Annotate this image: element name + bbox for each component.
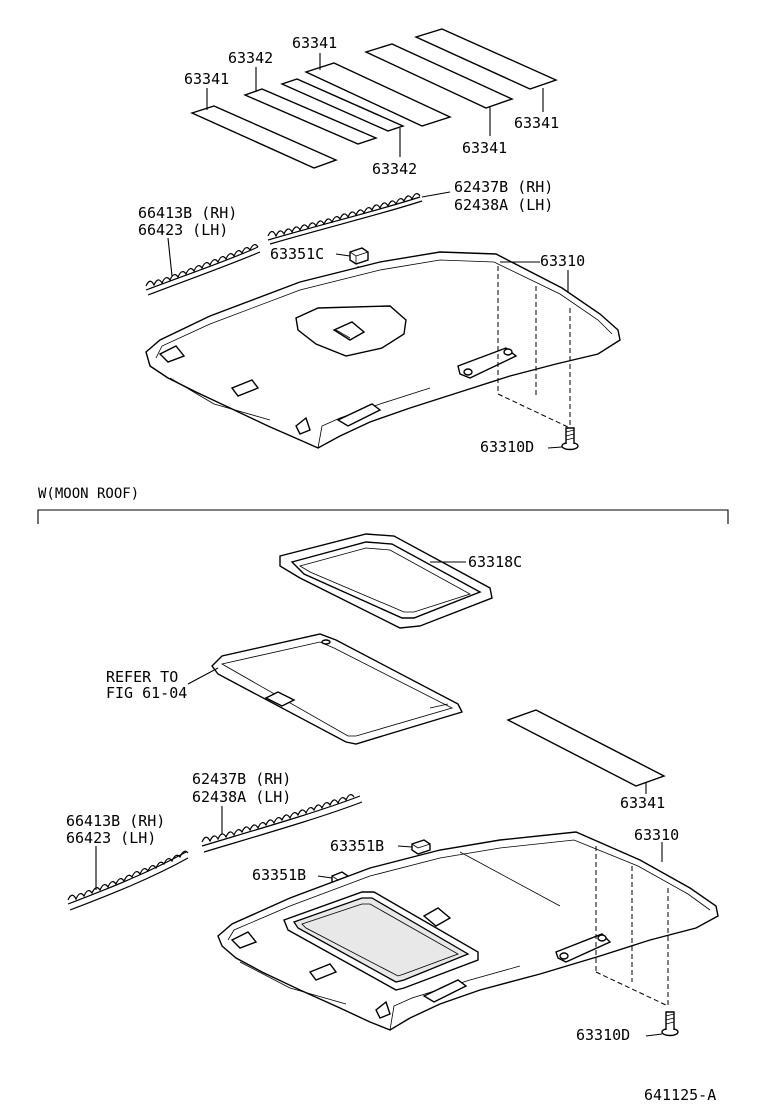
silencer-pad-63341-bottom[interactable] bbox=[506, 709, 666, 787]
label-63351b-left: 63351B bbox=[252, 866, 306, 884]
label-66423-bottom: 66423 (LH) bbox=[66, 829, 156, 847]
sunshade-panel[interactable] bbox=[211, 633, 463, 745]
label-63310d-top: 63310D bbox=[480, 438, 534, 456]
leader-63310d-bottom bbox=[645, 1033, 663, 1037]
label-62437b-top: 62437B (RH) bbox=[454, 178, 553, 196]
clip-63351c-top[interactable] bbox=[349, 247, 369, 265]
section-title-moon-roof: W(MOON ROOF) bbox=[38, 486, 139, 502]
bottom-phantom-lines bbox=[595, 846, 669, 1007]
top-weatherstrip-long[interactable] bbox=[267, 193, 423, 245]
headliner-63310-top[interactable] bbox=[145, 251, 621, 449]
leader-63310d-top bbox=[547, 446, 563, 449]
label-62437b-bottom: 62437B (RH) bbox=[192, 770, 291, 788]
label-62438a-bottom: 62438A (LH) bbox=[192, 788, 291, 806]
top-phantom-lines bbox=[497, 266, 571, 429]
leader-62437b-top bbox=[421, 191, 451, 198]
moon-roof-frame-63318c[interactable] bbox=[279, 533, 493, 629]
top-weatherstrip-short[interactable] bbox=[145, 244, 261, 296]
leader-66413b-top bbox=[167, 237, 173, 277]
label-63318c: 63318C bbox=[468, 553, 522, 571]
headliner-63310-bottom[interactable] bbox=[217, 831, 719, 1031]
bottom-weatherstrip-long[interactable] bbox=[201, 794, 363, 853]
leader-63351c bbox=[335, 253, 351, 257]
screw-63310d-bottom[interactable] bbox=[661, 1011, 679, 1037]
label-63351c-top: 63351C bbox=[270, 245, 324, 263]
section-bracket bbox=[37, 509, 729, 524]
label-66413b-bottom: 66413B (RH) bbox=[66, 812, 165, 830]
figure-code: 641125-A bbox=[644, 1086, 716, 1104]
label-refer-to: REFER TO bbox=[106, 668, 178, 686]
label-fig-ref: FIG 61-04 bbox=[106, 684, 187, 702]
top-silencer-pads bbox=[190, 28, 558, 169]
bottom-weatherstrip-short[interactable] bbox=[67, 850, 189, 911]
label-63341-bottom: 63341 bbox=[620, 794, 665, 812]
screw-63310d-top[interactable] bbox=[561, 427, 579, 451]
label-66423-top: 66423 (LH) bbox=[138, 221, 228, 239]
label-62438a-top: 62438A (LH) bbox=[454, 196, 553, 214]
leader-63351b-left bbox=[317, 875, 333, 879]
label-66413b-top: 66413B (RH) bbox=[138, 204, 237, 222]
label-63341-top-center: 63341 bbox=[292, 34, 337, 52]
leader-refer bbox=[187, 667, 219, 685]
top-pad-leaders bbox=[206, 53, 544, 157]
label-63342-top-left: 63342 bbox=[228, 49, 273, 67]
silencer-pad-63342-right[interactable] bbox=[280, 78, 405, 132]
silencer-pad-63341-right-mid[interactable] bbox=[364, 43, 514, 109]
label-63341-top-left: 63341 bbox=[184, 70, 229, 88]
silencer-pad-63341-far-right[interactable] bbox=[414, 28, 558, 90]
silencer-pad-63341-center[interactable] bbox=[304, 62, 452, 127]
label-63310d-bottom: 63310D bbox=[576, 1026, 630, 1044]
label-63310-top: 63310 bbox=[540, 252, 585, 270]
label-63341-top-mid: 63341 bbox=[462, 139, 507, 157]
label-63341-top-right: 63341 bbox=[514, 114, 559, 132]
clip-63351b-right[interactable] bbox=[411, 839, 431, 855]
label-63310-bottom: 63310 bbox=[634, 826, 679, 844]
label-63342-top-bottom: 63342 bbox=[372, 160, 417, 178]
label-63351b-right: 63351B bbox=[330, 837, 384, 855]
leader-63351b-right bbox=[397, 845, 413, 848]
